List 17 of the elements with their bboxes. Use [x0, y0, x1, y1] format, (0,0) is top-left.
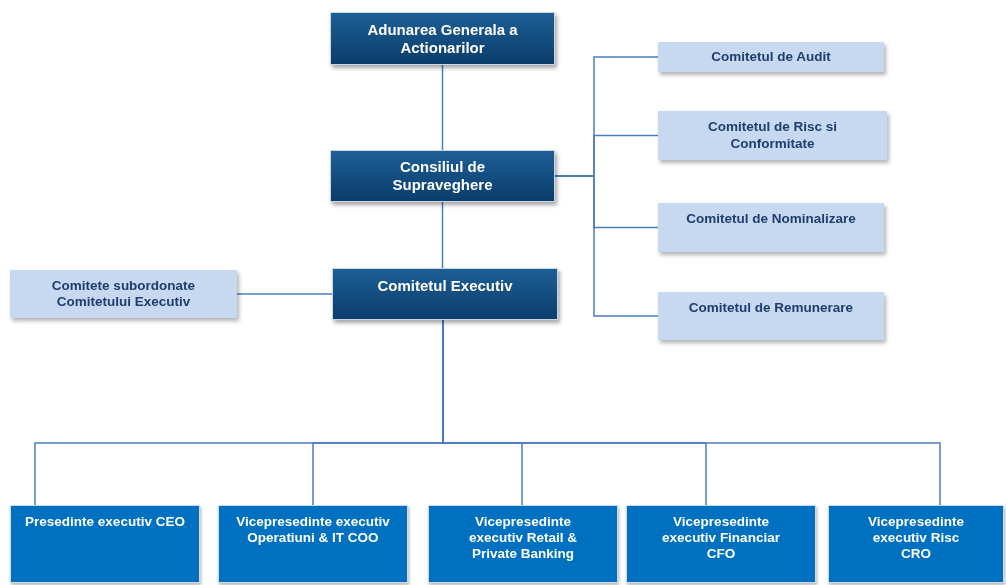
- org-box: Comitete subordonate Comitetului Executiv: [10, 270, 237, 318]
- org-box: Comitetul de Remunerare: [658, 292, 884, 340]
- connector-line: [554, 175, 659, 317]
- org-box: Comitetul de Nominalizare: [658, 203, 884, 252]
- org-box: Vicepresedinte executiv Risc CRO: [828, 505, 1004, 583]
- connector-line: [441, 201, 444, 269]
- connector-line: [441, 64, 444, 151]
- org-box: Presedinte executiv CEO: [10, 505, 200, 583]
- org-box: Vicepresedinte executiv Operatiuni & IT COO: [218, 505, 408, 583]
- org-box: Adunarea Generala a Actionarilor: [330, 12, 555, 65]
- org-box: Comitetul de Risc si Conformitate: [658, 111, 887, 160]
- org-box: Vicepresedinte executiv Financiar CFO: [626, 505, 816, 583]
- org-box: Consiliul de Supraveghere: [330, 150, 555, 202]
- connector-line: [236, 293, 333, 295]
- org-box: Comitetul Executiv: [332, 268, 558, 320]
- org-box: Vicepresedinte executiv Retail & Private Banking: [428, 505, 618, 583]
- org-box: Comitetul de Audit: [658, 42, 884, 72]
